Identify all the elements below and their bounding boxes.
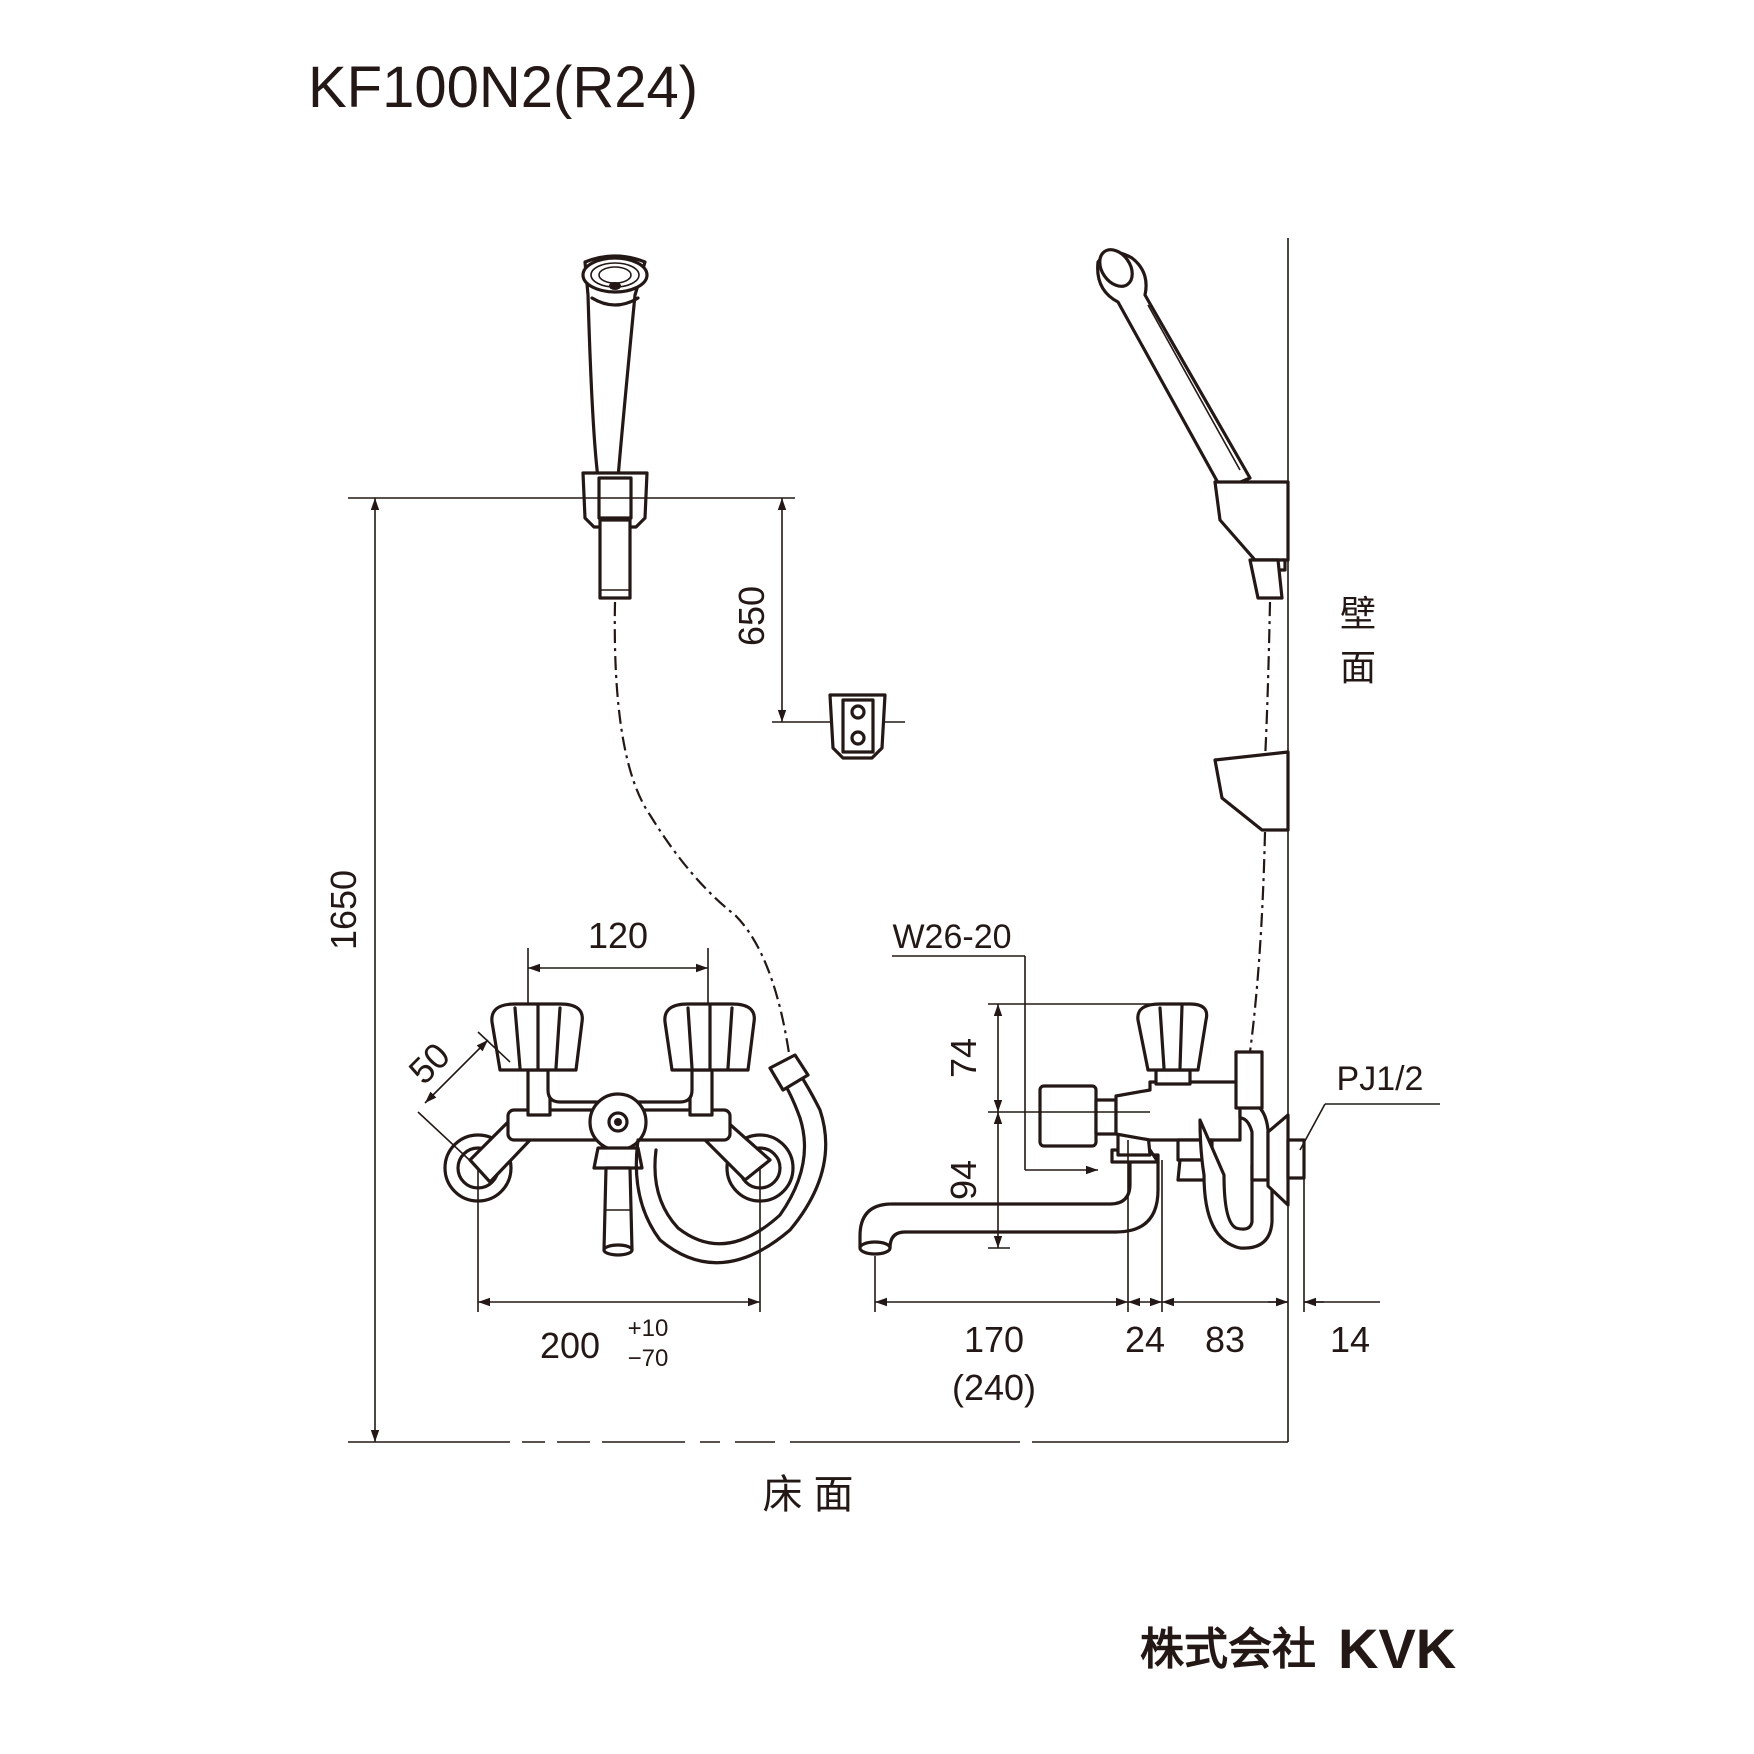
wall-label-2: 面 [1340, 647, 1376, 688]
dim-14-label: 14 [1330, 1319, 1370, 1360]
dim-120-label: 120 [588, 915, 648, 956]
dim-w26 [892, 955, 1098, 1175]
dim-94-label: 94 [943, 1160, 984, 1200]
dim-50-label: 50 [401, 1035, 458, 1092]
wall-holder-front [772, 693, 905, 760]
shower-holder-front [581, 471, 649, 600]
faucet-side [858, 1002, 1306, 1256]
wall-holder-side [1213, 750, 1290, 832]
shower-head-front [581, 254, 649, 480]
pj-leader [1299, 1103, 1440, 1151]
dim-200 [477, 1168, 761, 1312]
pipe-label: PJ1/2 [1337, 1060, 1424, 1098]
hose-front [613, 601, 792, 1061]
shower-head-side [1096, 248, 1252, 492]
dim-120 [527, 948, 709, 1004]
dim-170-label: 170 [964, 1319, 1024, 1360]
dim-1650-label: 1650 [323, 870, 364, 950]
dim-650-label: 650 [731, 586, 772, 646]
dim-74-label: 74 [943, 1038, 984, 1078]
dim-1650 [348, 497, 795, 1442]
model-title: KF100N2(R24) [308, 55, 698, 120]
dim-200-tol-minus: −70 [628, 1345, 669, 1372]
shower-holder-side [1213, 480, 1290, 600]
dim-83-label: 83 [1205, 1319, 1245, 1360]
dim-200-tol-plus: +10 [628, 1315, 669, 1342]
company-name: 株式会社 [1140, 1625, 1316, 1674]
thread-label: W26-20 [892, 918, 1011, 956]
dim-bottom-side [874, 1140, 1380, 1312]
dim-200-label: 200 [540, 1325, 600, 1366]
faucet-front [443, 1002, 828, 1265]
hose-side-lower [1248, 831, 1267, 1053]
floor-label: 床 面 [762, 1473, 853, 1517]
dim-24-label: 24 [1125, 1319, 1165, 1360]
company-brand: KVK [1338, 1617, 1456, 1680]
dim-50 [417, 1031, 511, 1169]
dim-240-label: (240) [952, 1367, 1036, 1408]
hose-side [1263, 601, 1272, 761]
dim-74-94 [988, 1003, 1150, 1249]
wall-label-1: 壁 [1340, 593, 1376, 634]
